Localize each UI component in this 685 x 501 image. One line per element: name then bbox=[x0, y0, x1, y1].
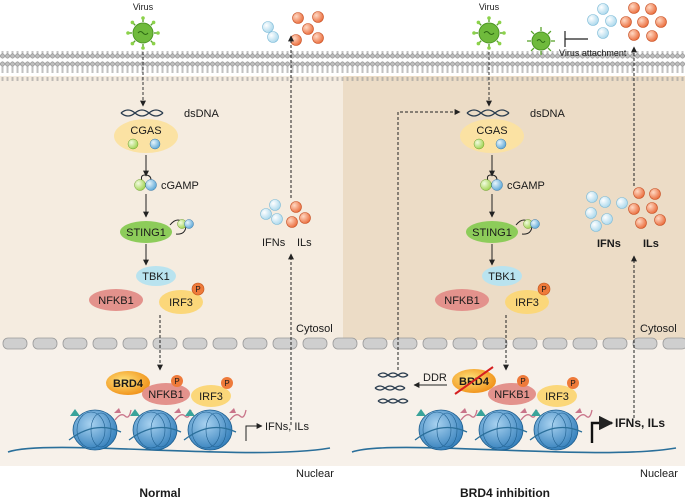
dsdna-icon bbox=[120, 109, 164, 117]
phospho-icon bbox=[191, 282, 205, 296]
sting1-label-right: STING1 bbox=[472, 227, 512, 239]
nfkb1-protein-right bbox=[435, 289, 489, 311]
brd4-label: BRD4 bbox=[113, 378, 144, 390]
nucleus-irf3 bbox=[191, 385, 231, 407]
phospho-label: P bbox=[195, 285, 200, 294]
cytosol-label-right: Cytosol bbox=[640, 323, 677, 335]
sting-cgamp-blue-icon-right bbox=[530, 219, 540, 229]
nfkb1-label-right: NFKB1 bbox=[444, 295, 479, 307]
tbk1-protein bbox=[136, 266, 176, 286]
cgas-gtp-icon-right bbox=[473, 138, 485, 150]
cgamp-label-right: cGAMP bbox=[507, 180, 545, 192]
virus-icon-right bbox=[472, 16, 506, 50]
left-panel: Virus dsDNA CGAS cGAMP STING1 TBK1 bbox=[7, 2, 334, 500]
sting-cgamp-blue-icon bbox=[184, 219, 194, 229]
virus-label: Virus bbox=[133, 2, 154, 12]
tbk1-protein-right bbox=[482, 266, 522, 286]
enhanced-transcription-arrow bbox=[590, 415, 614, 443]
ifns-label: IFNs bbox=[262, 237, 286, 249]
ils-label-right: ILs bbox=[643, 238, 659, 250]
irf3-label-right: IRF3 bbox=[515, 297, 539, 309]
chromatin-left bbox=[7, 408, 331, 454]
phospho-label-right: P bbox=[541, 285, 546, 294]
cgas-atp-icon-right bbox=[495, 138, 507, 150]
nfkb1-protein bbox=[89, 289, 143, 311]
ddr-label: DDR bbox=[423, 372, 447, 384]
cytosol-label: Cytosol bbox=[296, 323, 333, 335]
secreted-cytokines-outside-right bbox=[587, 2, 667, 42]
attaching-virus-icon bbox=[527, 27, 555, 55]
dsdna-label: dsDNA bbox=[184, 108, 220, 120]
damaged-dna-icon bbox=[374, 372, 409, 404]
nfkb1-phospho-label: P bbox=[174, 377, 179, 386]
cgamp-label: cGAMP bbox=[161, 180, 199, 192]
nfkb1-phospho-icon bbox=[171, 375, 183, 387]
sting1-protein-right bbox=[466, 221, 518, 243]
virus-attachment-label: Virus attachment bbox=[559, 48, 627, 58]
tbk1-label: TBK1 bbox=[142, 271, 170, 283]
sting1-protein bbox=[120, 221, 172, 243]
dsdna-icon-right bbox=[466, 109, 510, 117]
nucleus-irf3-label-right: IRF3 bbox=[545, 391, 569, 403]
irf3-phospho-label: P bbox=[224, 379, 229, 388]
irf3-protein bbox=[159, 290, 203, 314]
secreted-cytokines-outside bbox=[262, 11, 324, 46]
nucleus-nfkb1-label: NFKB1 bbox=[148, 389, 183, 401]
virus-label-right: Virus bbox=[479, 2, 500, 12]
ifns-ils-label-right: IFNs, ILs bbox=[615, 416, 665, 430]
sting1-label: STING1 bbox=[126, 227, 166, 239]
phospho-icon-right bbox=[537, 282, 551, 296]
right-panel-title: BRD4 inhibition bbox=[460, 486, 550, 500]
brd4-protein bbox=[106, 371, 150, 395]
cgas-atp-icon bbox=[149, 138, 161, 150]
irf3-label: IRF3 bbox=[169, 297, 193, 309]
nuclear-label-right: Nuclear bbox=[640, 468, 678, 480]
nucleus-irf3-right bbox=[537, 385, 577, 407]
cgamp-icon-right bbox=[480, 174, 503, 191]
brd4-label-right: BRD4 bbox=[459, 376, 490, 388]
virus-icon bbox=[126, 16, 160, 50]
ifns-ils-label: IFNs, ILs bbox=[265, 421, 310, 433]
chromatin-right bbox=[351, 408, 677, 454]
cytoplasmic-cytokines-right bbox=[585, 187, 666, 232]
nucleus-nfkb1-label-right: NFKB1 bbox=[494, 389, 529, 401]
nfkb1-phospho-label-right: P bbox=[520, 377, 525, 386]
ifns-label-right: IFNs bbox=[597, 238, 621, 250]
irf3-phospho-icon bbox=[221, 377, 233, 389]
ddr-feedback-arrow bbox=[397, 109, 461, 370]
ils-label: ILs bbox=[297, 237, 312, 249]
cgamp-icon bbox=[134, 174, 157, 191]
tbk1-label-right: TBK1 bbox=[488, 271, 516, 283]
dsdna-label-right: dsDNA bbox=[530, 108, 566, 120]
nucleus-nfkb1-right bbox=[488, 383, 536, 405]
nuclear-label: Nuclear bbox=[296, 468, 334, 480]
cgas-label-right: CGAS bbox=[476, 125, 507, 137]
irf3-phospho-icon-right bbox=[567, 377, 579, 389]
nucleus-nfkb1 bbox=[142, 383, 190, 405]
transcription-arrow bbox=[245, 423, 263, 441]
irf3-protein-right bbox=[505, 290, 549, 314]
nfkb1-phospho-icon-right bbox=[517, 375, 529, 387]
brd4-inhibition-cross bbox=[454, 366, 494, 395]
irf3-phospho-label-right: P bbox=[570, 379, 575, 388]
nuclear-envelope bbox=[2, 337, 685, 350]
cgas-gtp-icon bbox=[127, 138, 139, 150]
left-panel-title: Normal bbox=[139, 486, 180, 500]
nucleus-irf3-label: IRF3 bbox=[199, 391, 223, 403]
cgas-label: CGAS bbox=[130, 125, 161, 137]
right-panel: Virus Virus attachment bbox=[351, 2, 678, 500]
cytoplasmic-cytokines bbox=[260, 199, 311, 228]
nfkb1-label: NFKB1 bbox=[98, 295, 133, 307]
plasma-membrane bbox=[0, 51, 685, 81]
